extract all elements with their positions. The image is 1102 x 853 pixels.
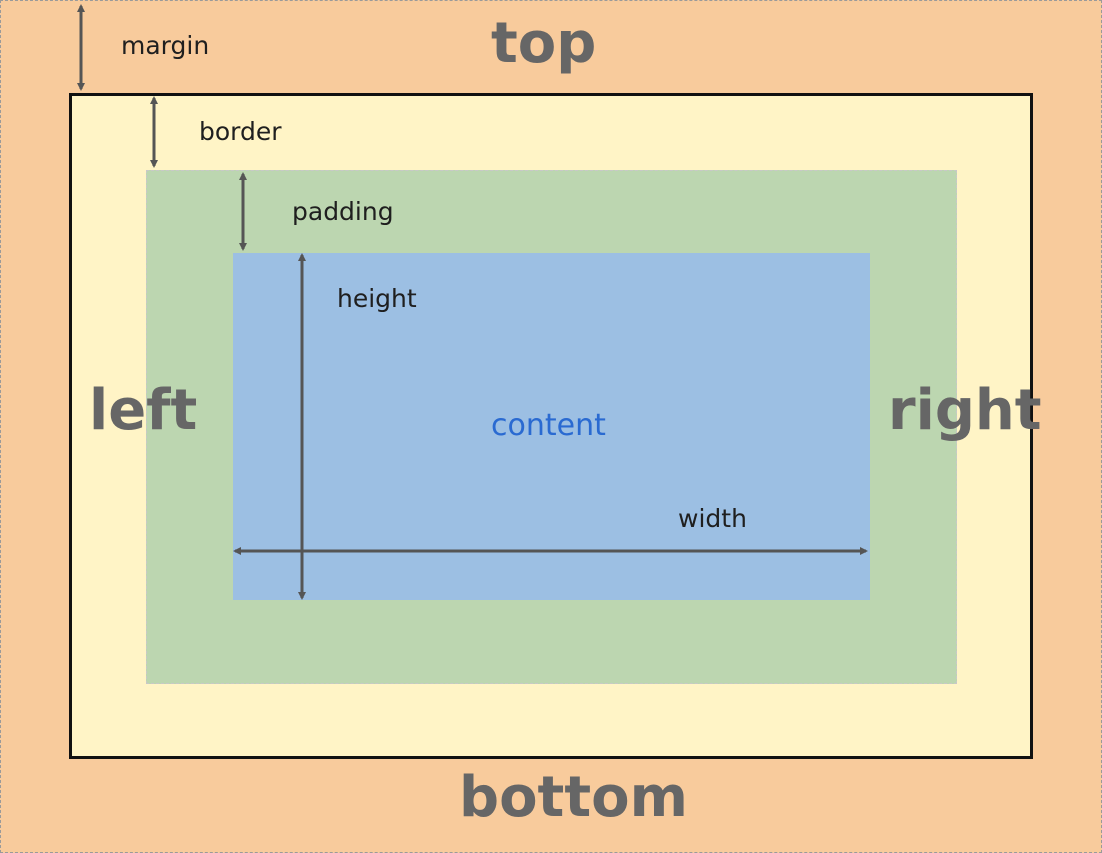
- content-area: [233, 253, 870, 600]
- margin-label: margin: [121, 31, 210, 60]
- width-label: width: [678, 504, 747, 533]
- left-label: left: [89, 378, 198, 443]
- bottom-label: bottom: [459, 765, 688, 830]
- content-label: content: [491, 408, 606, 443]
- right-label: right: [888, 378, 1042, 443]
- padding-label: padding: [292, 197, 394, 226]
- top-label: top: [491, 11, 597, 76]
- border-label: border: [199, 117, 282, 146]
- height-label: height: [337, 284, 417, 313]
